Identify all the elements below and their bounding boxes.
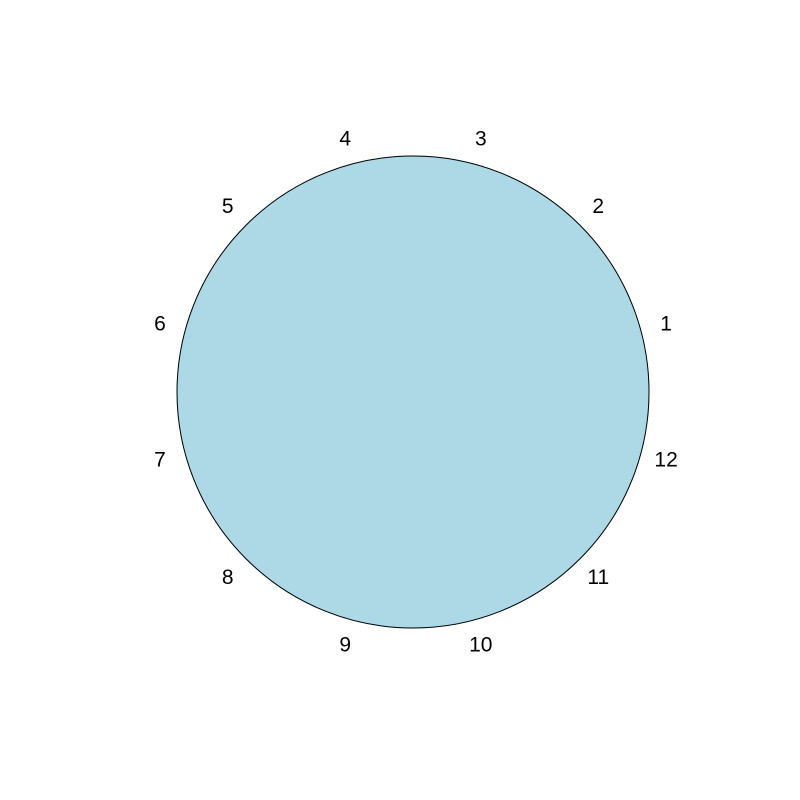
pie-slices <box>176 155 650 629</box>
slice-label-4: 4 <box>339 127 351 150</box>
slice-label-3: 3 <box>475 127 487 150</box>
slice-label-7: 7 <box>154 448 166 471</box>
slice-label-2: 2 <box>592 195 604 218</box>
slice-label-11: 11 <box>587 566 609 589</box>
slice-label-5: 5 <box>222 195 234 218</box>
slice-label-9: 9 <box>339 634 351 657</box>
slice-label-10: 10 <box>469 634 492 657</box>
pie-outline <box>176 155 650 629</box>
slice-label-12: 12 <box>654 448 677 471</box>
slice-label-8: 8 <box>222 566 234 589</box>
slice-label-1: 1 <box>660 313 672 336</box>
slice-label-6: 6 <box>154 313 166 336</box>
